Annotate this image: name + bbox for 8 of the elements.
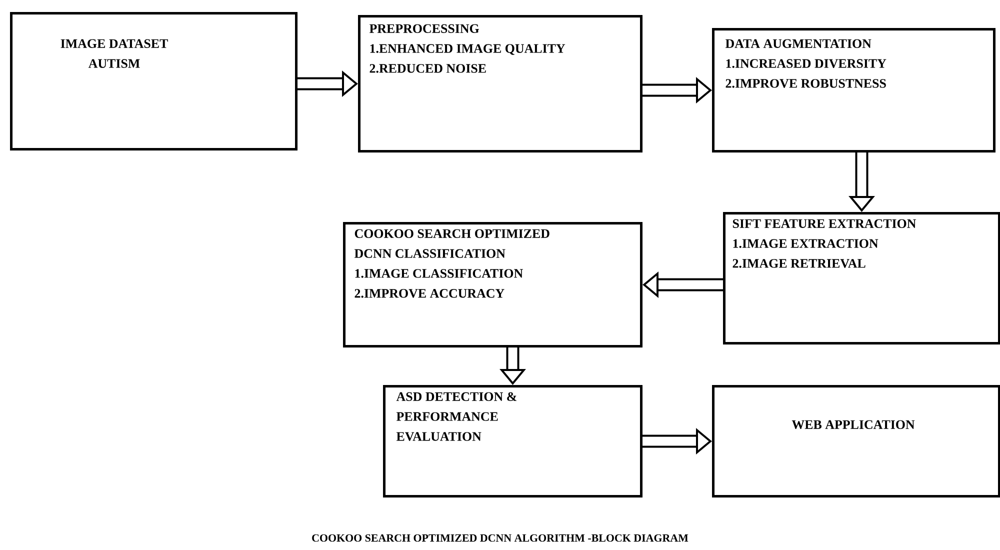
process-box: IMAGE DATASET AUTISM — [10, 12, 298, 150]
process-box: SIFT FEATURE EXTRACTION 1.IMAGE EXTRACTION 2.IMAGE RETRIEVAL — [723, 212, 1000, 344]
process-box: ASD DETECTION & PERFORMANCE EVALUATION — [383, 385, 642, 498]
caption: COOKOO SEARCH OPTIMIZED DCNN ALGORITHM -BLOCK DIAGRAM — [312, 534, 688, 542]
process-box: WEB APPLICATION — [712, 385, 1000, 498]
process-box: DATA AUGMENTATION 1.INCREASED DIVERSITY 2.IMPROVE ROBUSTNESS — [712, 28, 996, 152]
process-box: COOKOO SEARCH OPTIMIZED DCNN CLASSIFICATION 1.IMAGE CLASSIFICATION 2.IMPROVE ACCURACY — [343, 222, 642, 348]
process-box: PREPROCESSING 1.ENHANCED IMAGE QUALITY 2.REDUCED NOISE — [358, 15, 642, 152]
